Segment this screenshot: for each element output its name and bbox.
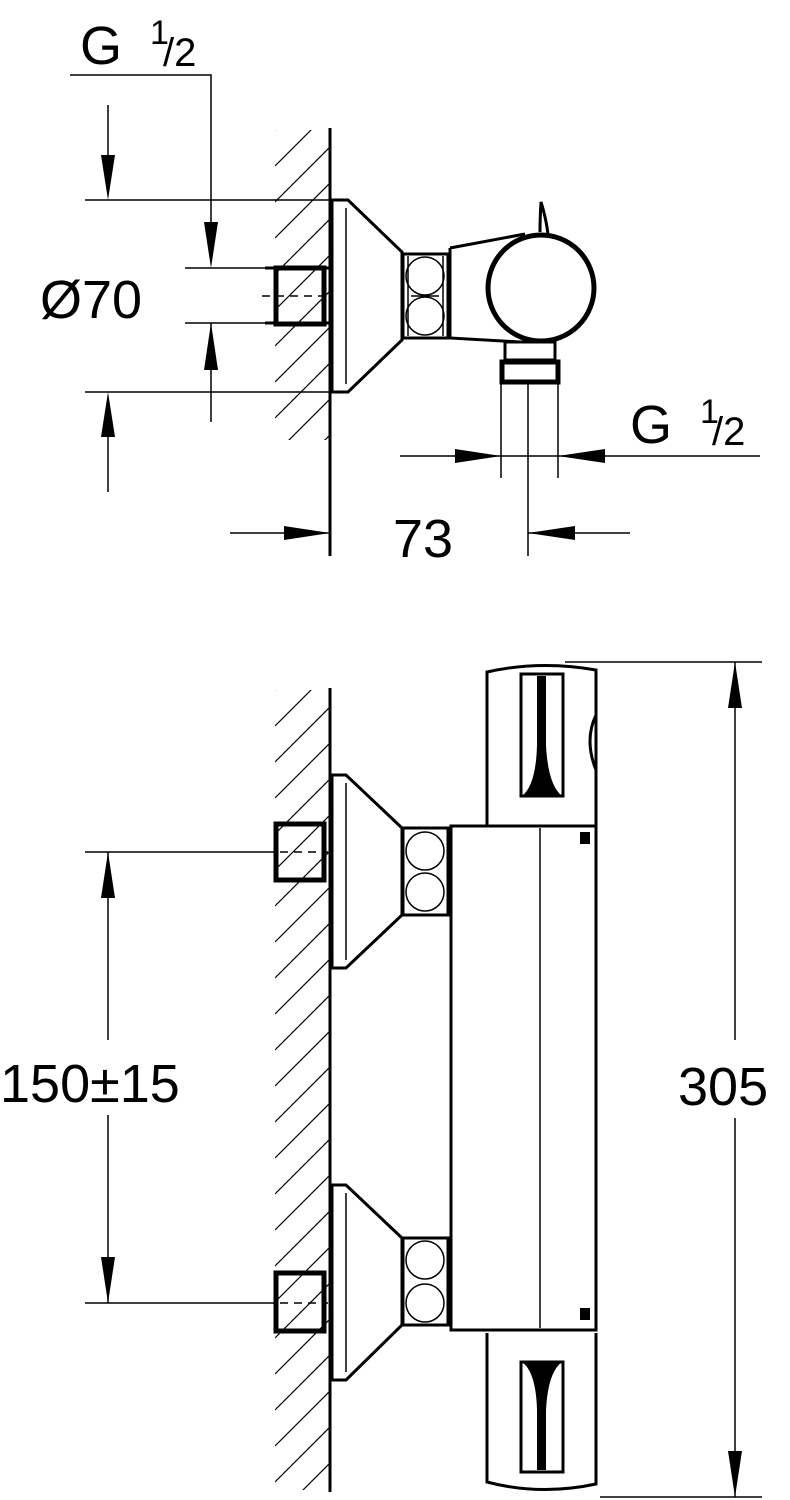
thread-denominator: /2 [163, 31, 196, 75]
hatch-line [275, 1426, 330, 1483]
hatch-line [275, 1390, 330, 1447]
thread-letter: G [80, 16, 122, 76]
dimension-inlet-thread: G 1 /2 [70, 14, 218, 422]
flow-handle [485, 1333, 598, 1492]
thread-numerator: 1 [150, 14, 169, 52]
center-distance-label: 150±15 [0, 1054, 180, 1114]
hatch-line [275, 1102, 330, 1159]
wall-hatching-front [275, 690, 330, 1490]
hatch-line [288, 398, 330, 440]
hatch-line [275, 218, 330, 275]
dimension-center-distance: 150±15 [0, 851, 276, 1304]
hatch-line [275, 1174, 330, 1231]
lever-tip [538, 201, 550, 235]
hatch-line [275, 958, 330, 1015]
lower-connection [273, 1183, 450, 1382]
hatch-line [275, 130, 276, 131]
outlet-nut [499, 359, 561, 385]
dimension-outlet-thread: G 1 /2 [400, 393, 760, 463]
hatch-line [275, 254, 330, 311]
dimension-height: 305 [565, 661, 768, 1498]
hatch-line [275, 1354, 330, 1411]
thread-denominator: /2 [712, 410, 745, 454]
diameter-label: Ø70 [40, 270, 142, 330]
height-label: 305 [678, 1057, 768, 1117]
hatch-line [302, 1462, 330, 1490]
hex-nut [401, 252, 450, 340]
hatch-line [275, 1066, 330, 1123]
thermostat-body [449, 824, 598, 1332]
hatch-line [275, 326, 330, 383]
temperature-handle [485, 663, 598, 826]
hatch-line [275, 182, 330, 239]
hatch-line [275, 706, 330, 763]
hatch-line [275, 742, 330, 799]
escutcheon [330, 198, 404, 394]
hatch-line [275, 146, 330, 203]
projection-label: 73 [393, 509, 453, 569]
hatch-line [275, 814, 330, 871]
thread-letter: G [630, 395, 672, 455]
hatch-line [275, 1030, 330, 1087]
hatch-line [275, 886, 330, 943]
hatch-line [275, 1138, 330, 1195]
hatch-line [275, 1210, 330, 1267]
hatch-line [324, 434, 330, 440]
dimension-projection: 73 [230, 509, 630, 569]
hatch-line [275, 922, 330, 979]
hatch-line [275, 994, 330, 1051]
upper-connection [273, 773, 450, 970]
front-view: 150±15 305 [0, 661, 768, 1498]
top-view: G 1 /2 Ø70 G 1 /2 [40, 14, 760, 569]
hatch-line [275, 130, 312, 167]
thread-numerator: 1 [700, 393, 719, 431]
hatch-line [275, 690, 312, 727]
thermostat-body-side [448, 232, 526, 344]
hatch-line [275, 362, 330, 419]
control-knob [485, 232, 597, 344]
hatch-line [275, 690, 276, 691]
dimension-diameter: Ø70 [40, 105, 330, 492]
